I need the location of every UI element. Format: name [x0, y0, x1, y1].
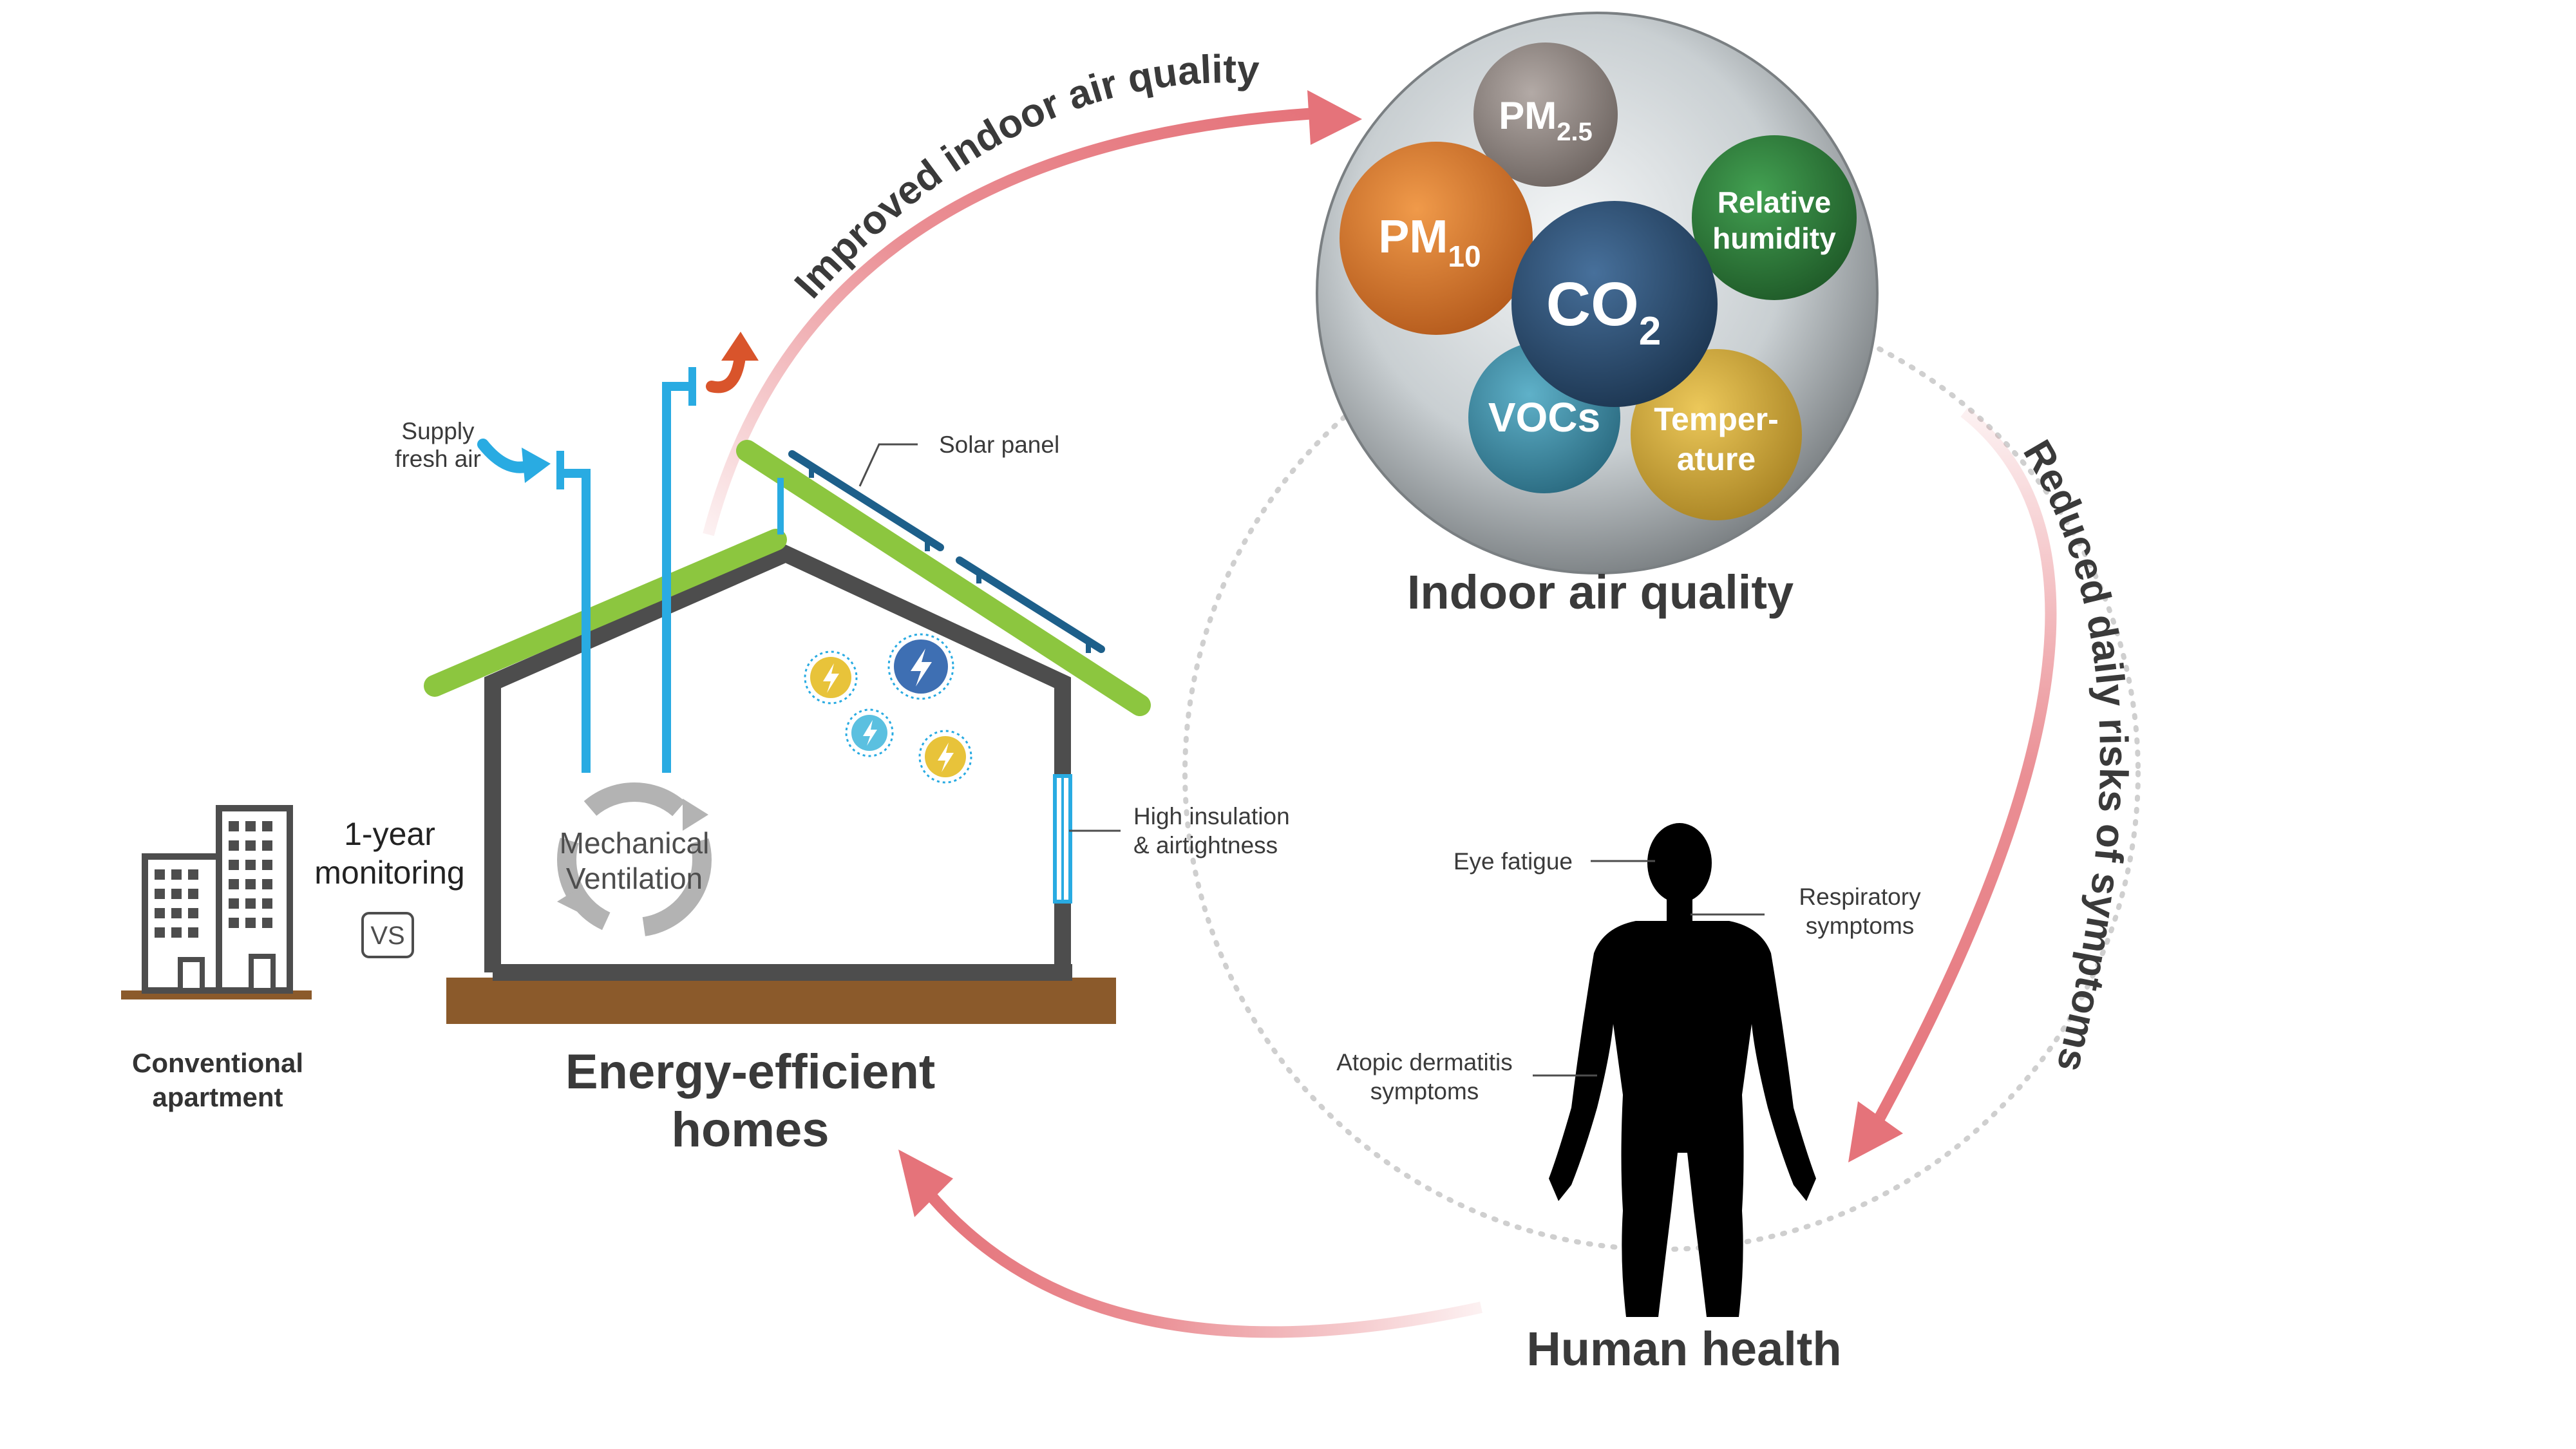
temperature-label-line1: Temper-: [1654, 401, 1779, 437]
ventilation-cycle-icon: [557, 782, 712, 937]
roof-left: [424, 529, 787, 697]
homes-title-line1: Energy-efficient: [565, 1045, 935, 1099]
apartment-building-icon: [121, 805, 312, 999]
solar-panel-label: Solar panel: [939, 431, 1059, 458]
house: Mechanical Ventilation: [424, 332, 1151, 981]
insulation-label-line2: & airtightness: [1133, 832, 1278, 858]
temperature-bubble: [1631, 349, 1802, 520]
homes-title-line2: homes: [672, 1103, 829, 1157]
respiratory-label-line1: Respiratory: [1799, 884, 1921, 910]
vocs-label: VOCs: [1488, 394, 1600, 440]
human-silhouette-icon: [1549, 823, 1816, 1317]
humidity-label-line1: Relative: [1718, 185, 1831, 219]
co2-label: CO2: [1546, 270, 1661, 354]
insulation-label-line1: High insulation: [1133, 803, 1290, 829]
apartment-label-line2: apartment: [152, 1082, 283, 1112]
arrowhead-bottom: [898, 1150, 953, 1217]
respiratory-label-line2: symptoms: [1806, 913, 1915, 939]
health-title: Human health: [1526, 1322, 1841, 1376]
iaq-title: Indoor air quality: [1407, 565, 1794, 619]
arrowhead-top: [1307, 90, 1362, 145]
ventilation-label-line2: Ventilation: [566, 862, 703, 895]
apartment-label-line1: Conventional: [132, 1048, 303, 1078]
humidity-bubble: [1692, 135, 1857, 300]
ventilation-label-line1: Mechanical: [560, 826, 710, 860]
pm25-bubble: [1473, 43, 1618, 187]
supply-pipe: [560, 469, 591, 773]
house-ground: [446, 978, 1116, 1024]
energy-bolt-icon-4: [918, 730, 972, 784]
monitoring-label-line2: monitoring: [314, 855, 464, 891]
monitoring-label-line1: 1-year: [344, 816, 435, 852]
arrow-reduced-risks: Reduced daily risks of symptoms: [1848, 407, 2136, 1162]
pm25-label: PM2.5: [1499, 94, 1593, 146]
co2-bubble: [1511, 201, 1718, 407]
exhaust-pipe: [662, 382, 692, 773]
arrow-health-to-homes: [898, 1150, 1482, 1338]
vs-label: VS: [370, 922, 404, 950]
humidity-label-line2: humidity: [1712, 222, 1836, 255]
house-walls: [484, 544, 1071, 972]
pm10-bubble: [1340, 142, 1533, 335]
temperature-label-line2: ature: [1677, 441, 1756, 477]
atopic-label-line2: symptoms: [1370, 1078, 1479, 1104]
vs-badge: [361, 912, 414, 958]
energy-bolt-icon-3: [845, 708, 894, 757]
pm10-label: PM10: [1378, 211, 1481, 273]
energy-bolt-icon-2: [887, 633, 954, 700]
energy-bolt-icon-1: [804, 650, 858, 705]
roof-right: [736, 440, 1151, 716]
eye-fatigue-label: Eye fatigue: [1454, 848, 1573, 875]
solar-panels: [788, 450, 1105, 653]
supply-air-label-line2: fresh air: [395, 446, 481, 472]
iaq-sphere-group: PM2.5 PM10 Relative humidity VOCs Temper…: [1316, 12, 1879, 574]
arrowhead-right: [1848, 1101, 1903, 1162]
supply-air-label-line1: Supply: [401, 418, 475, 444]
atopic-label-line1: Atopic dermatitis: [1336, 1049, 1513, 1075]
solar-callout-line: [858, 443, 918, 487]
